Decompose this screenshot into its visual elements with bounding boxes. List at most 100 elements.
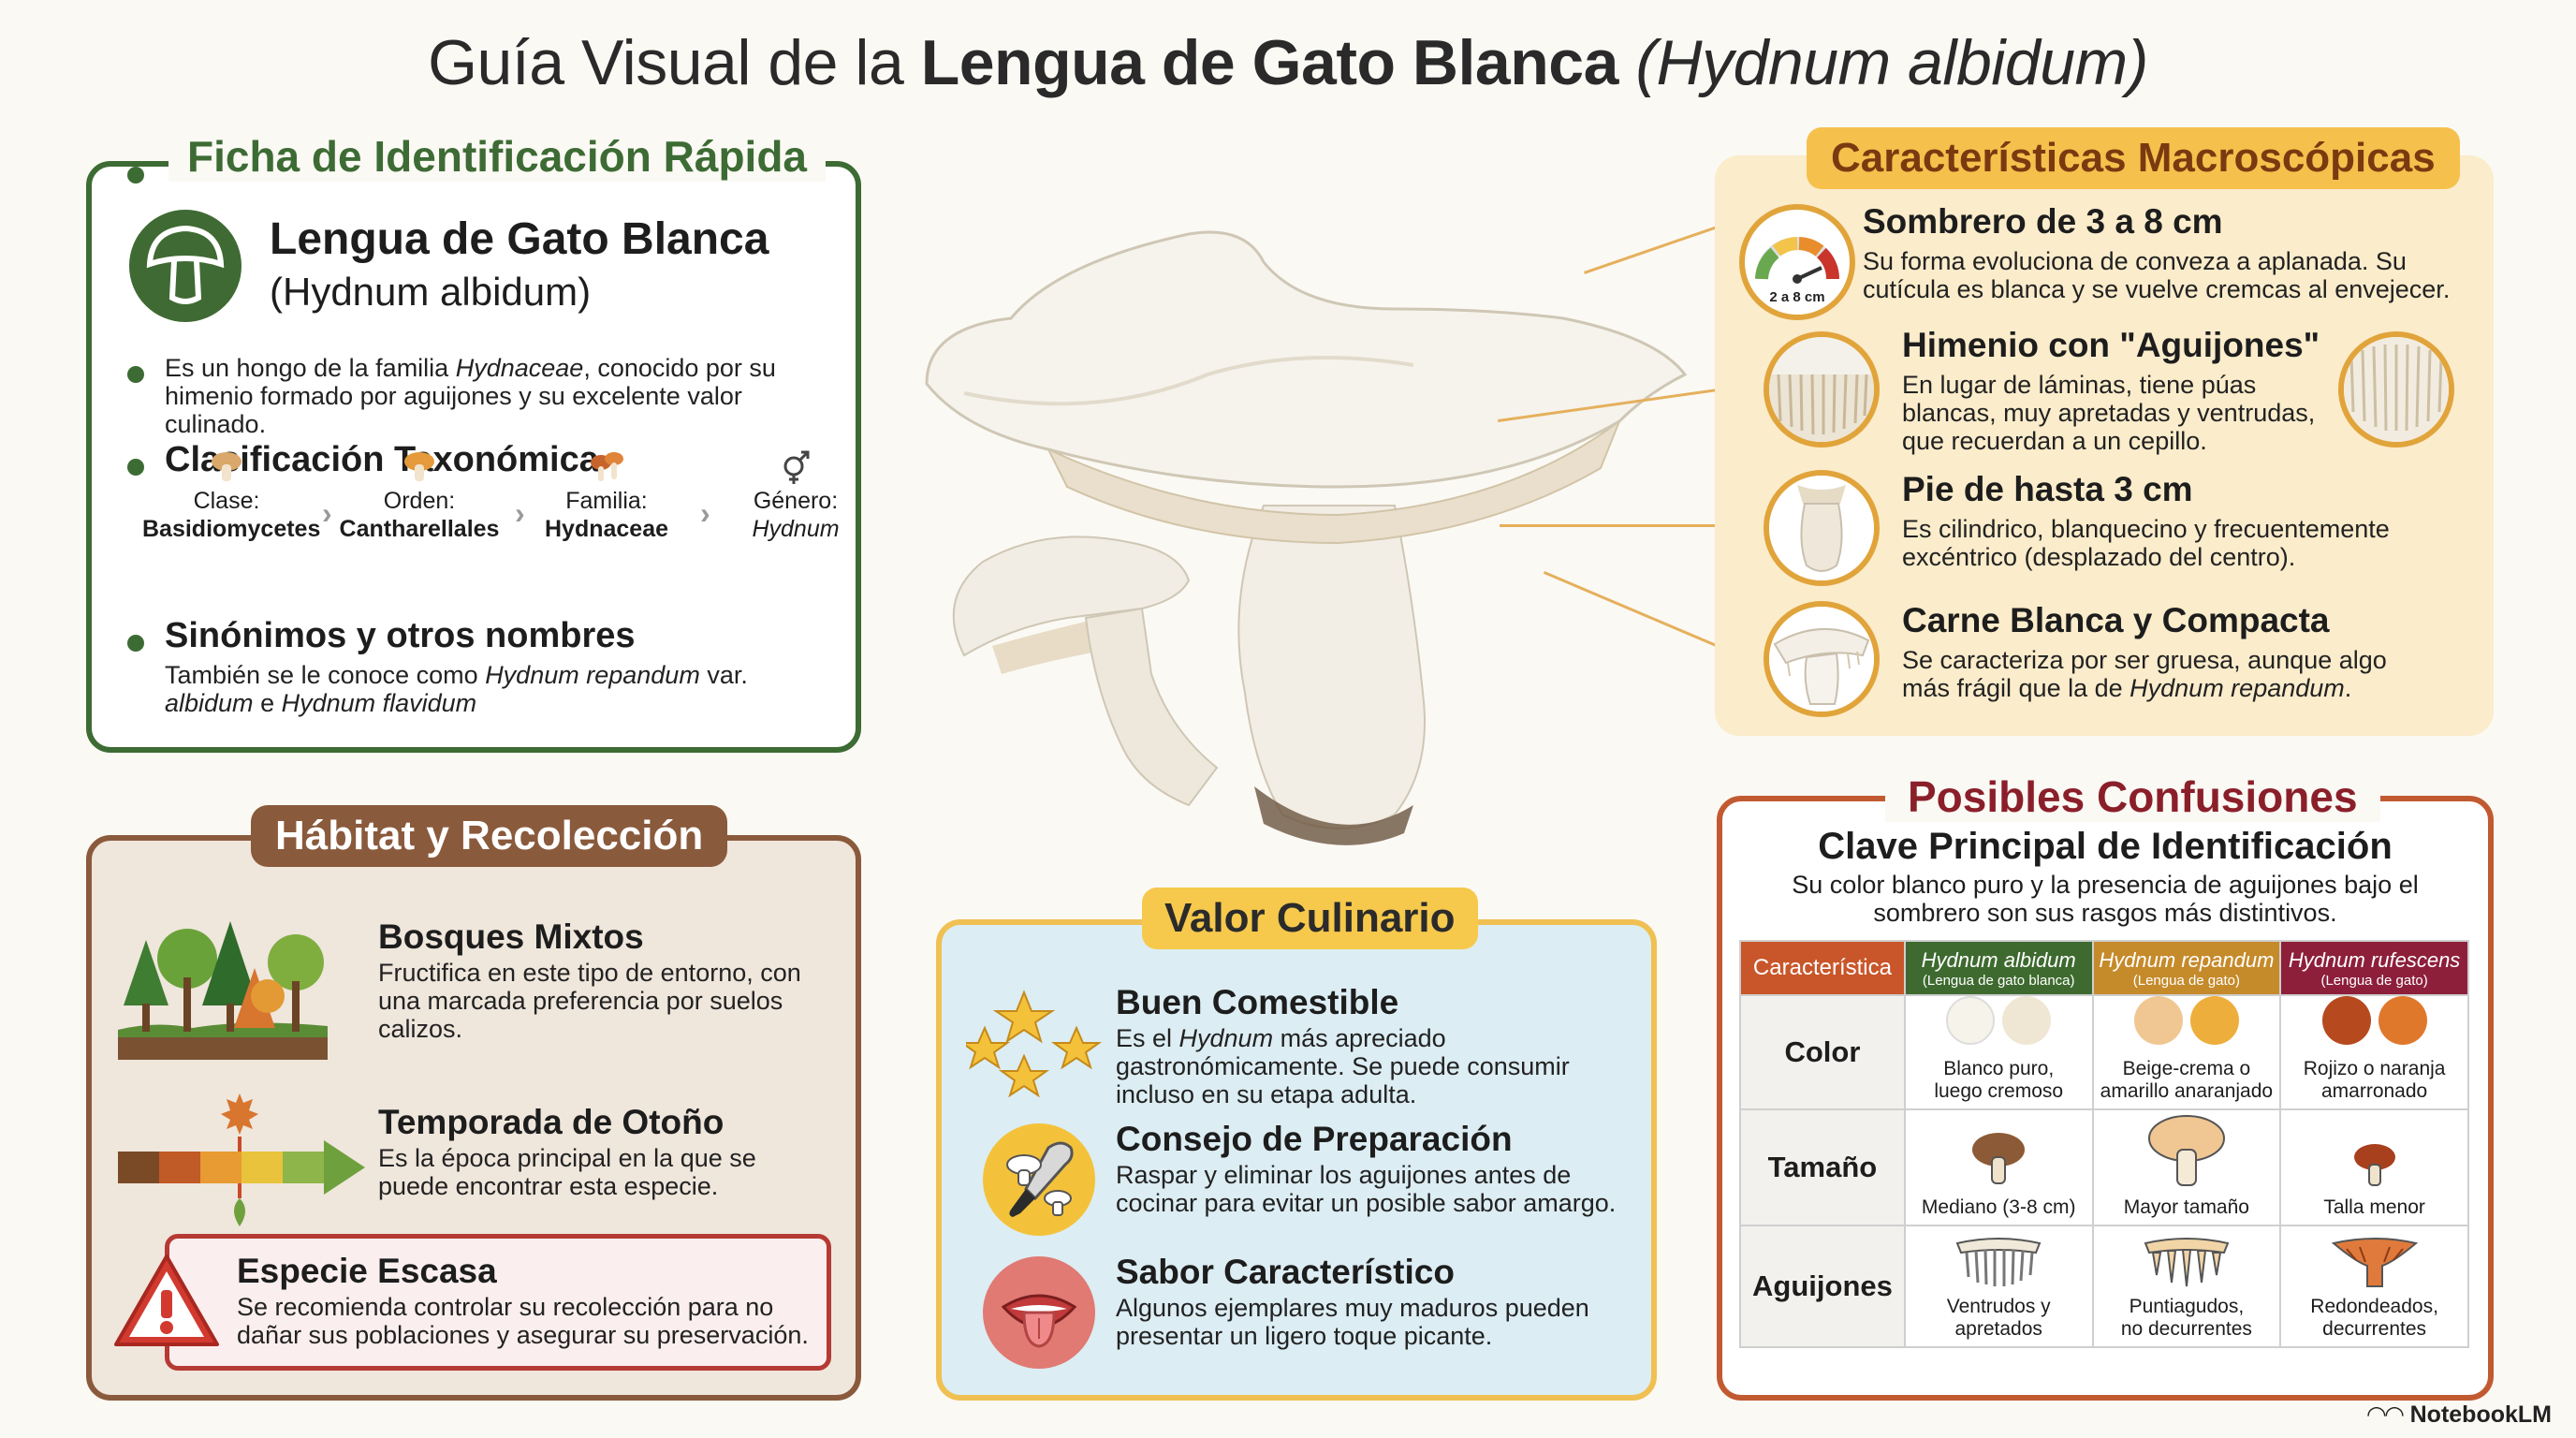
brand-logo: ◠◠ NotebookLM [2367,1401,2552,1428]
gauge-label: 2 a 8 cm [1769,289,1824,305]
species-scientific-name: (Hydnum albidum) [270,270,592,314]
table-cell: Mediano (3-8 cm) [1903,1108,2094,1226]
taxonomy-order: Orden:Cantharellales [339,488,500,542]
hymenium-heading: Himenio con "Aguijones" [1902,326,2320,364]
cap-heading: Sombrero de 3 a 8 cm [1863,202,2223,241]
stars-icon [966,990,1103,1098]
stem-closeup-icon [1764,470,1880,586]
gender-icon [783,450,810,484]
season-heading: Temporada de Otoño [378,1103,724,1141]
valor-panel-title: Valor Culinario [1142,888,1478,949]
ficha-panel: Lengua de Gato Blanca (Hydnum albidum) E… [86,161,861,753]
chevron-right-icon: › [700,496,710,530]
table-row: Tamaño Mediano (3-8 cm) Mayor tamaño Tal… [1739,1108,2469,1226]
medium-mushroom-icon [1972,1133,2026,1184]
bullet-icon [127,459,144,476]
habitat-panel-title: Hábitat y Recolección [251,805,728,867]
valor-panel: Buen Comestible Es el Hydnum más aprecia… [936,919,1657,1401]
key-heading: Clave Principal de Identificación [1818,826,2393,867]
synonyms-heading: Sinónimos y otros nombres [165,616,636,655]
knife-mushroom-icon [983,1123,1095,1236]
prep-text: Raspar y eliminar los aguijones antes de… [1116,1161,1617,1217]
species-header: Hydnum repandum(Lengua de gato) [2091,940,2282,996]
comparison-table: Característica Hydnum albidum(Lengua de … [1739,940,2469,1348]
edible-text: Es el Hydnum más apreciado gastronómicam… [1116,1024,1570,1108]
table-corner: Característica [1739,940,1906,996]
spines-ventrudos-icon [1955,1238,2042,1286]
cap-text: Su forma evoluciona de conveza a aplanad… [1863,247,2451,303]
forest-heading: Bosques Mixtos [378,917,644,956]
spines-closeup-icon [1764,331,1880,448]
synonyms-text: También se le conoce como Hydnum repandu… [165,661,748,717]
large-mushroom-icon [2147,1115,2225,1186]
bullet-icon [127,635,144,652]
warning-text: Se recomienda controlar su recolección p… [237,1293,809,1349]
mushroom-cluster-icon [591,452,623,481]
row-label: Aguijones [1739,1225,1906,1348]
table-row: Color Blanco puro,luego cremoso Beige-cr… [1739,994,2469,1110]
warning-heading: Especie Escasa [237,1252,497,1290]
forest-icon [118,921,328,1060]
ficha-panel-title: Ficha de Identificación Rápida [168,131,827,182]
bullet-icon [127,167,144,183]
confusions-panel-title: Posibles Confusiones [1885,771,2380,822]
table-cell: Talla menor [2279,1108,2469,1226]
brand-icon: ◠◠ [2367,1401,2410,1428]
gauge-icon: 2 a 8 cm [1739,204,1855,320]
tongue-icon [983,1256,1095,1369]
color-swatch [2378,996,2427,1045]
flavor-heading: Sabor Característico [1116,1253,1455,1291]
chevron-right-icon: › [322,496,332,530]
mushroom-icon [212,452,242,481]
flesh-text: Se caracteriza por ser gruesa, aunque al… [1902,646,2387,702]
taxonomy-family: Familia:Hydnaceae [544,488,669,542]
page-title: Guía Visual de la Lengua de Gato Blanca … [428,27,2148,98]
warning-box: Especie Escasa Se recomienda controlar s… [165,1234,831,1371]
prep-heading: Consejo de Preparación [1116,1120,1513,1158]
color-swatch [2321,996,2371,1045]
table-cell: Puntiagudos,no decurrentes [2091,1225,2282,1348]
spines-pointed-icon [2144,1238,2230,1287]
stem-text: Es cilindrico, blanquecino y frecuenteme… [1902,515,2390,571]
species-name: Lengua de Gato Blanca [270,214,769,264]
species-intro: Es un hongo de la familia Hydnaceae, con… [165,354,776,438]
bullet-icon [127,366,144,383]
leader-line [1500,524,1771,527]
stem-heading: Pie de hasta 3 cm [1902,470,2193,508]
color-swatch [1946,996,1996,1045]
color-swatch [2189,996,2239,1045]
small-mushroom-icon [2353,1144,2395,1186]
key-text: Su color blanco puro y la presencia de a… [1792,871,2419,927]
taxonomy-class: Clase:Basidiomycetes [142,488,321,542]
flesh-closeup-icon [1764,601,1880,717]
edible-heading: Buen Comestible [1116,983,1399,1021]
spines-closeup-icon [2338,331,2454,448]
taxonomy-genus: Género:Hydnum [752,488,840,542]
table-cell: Redondeados,decurrentes [2279,1225,2469,1348]
species-header: Hydnum albidum(Lengua de gato blanca) [1903,940,2094,996]
macro-panel: 2 a 8 cm Sombrero de 3 a 8 cm Su forma e… [1715,155,2494,736]
row-label: Tamaño [1739,1108,1906,1226]
row-label: Color [1739,994,1906,1110]
mushroom-icon [404,452,434,481]
chevron-right-icon: › [515,496,525,530]
spines-decurrent-icon [2331,1238,2418,1287]
table-header-row: Característica Hydnum albidum(Lengua de … [1739,940,2469,996]
flesh-heading: Carne Blanca y Compacta [1902,601,2330,639]
mushroom-icon [129,210,242,322]
warning-icon [114,1255,219,1346]
table-cell: Mayor tamaño [2091,1108,2282,1226]
color-swatch [2133,996,2183,1045]
macro-panel-title: Características Macroscópicas [1807,127,2460,189]
color-swatch [2002,996,2052,1045]
mushroom-illustration [925,230,1688,845]
table-cell: Blanco puro,luego cremoso [1903,994,2094,1110]
